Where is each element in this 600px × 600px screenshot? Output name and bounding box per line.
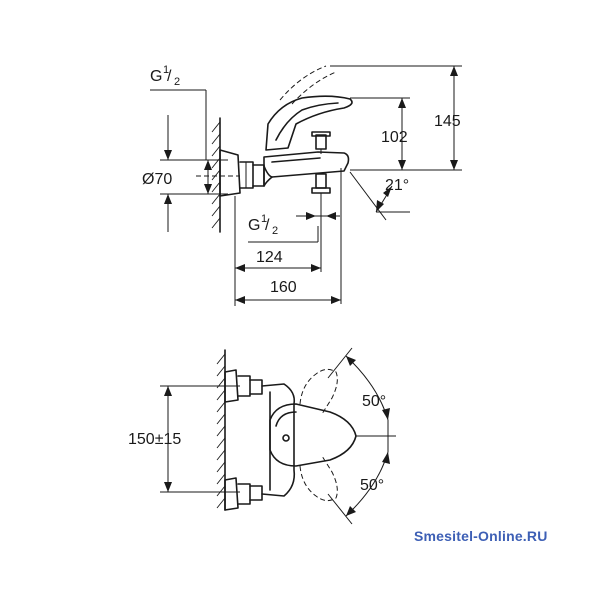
thread-bottom-label: G 1 / 2 [248,212,340,243]
front-view: 50° 50° 150±15 [128,347,396,525]
front-wall [216,349,226,511]
svg-text:/: / [167,68,172,85]
depth-total-dimension: 160 [235,279,341,304]
front-connector-bottom [224,477,263,511]
front-handle-alt-up [299,368,338,415]
svg-text:50°: 50° [360,477,384,494]
angle-dimension: 21° [375,177,410,213]
svg-text:Ø70: Ø70 [142,171,172,188]
side-view: G 1 / 2 Ø70 G 1 / 2 [142,64,462,306]
thread-top-label: G 1 / 2 [150,64,207,160]
side-faucet-body [263,151,350,187]
front-faucet-body [261,383,296,497]
svg-text:G: G [150,68,162,85]
svg-text:102: 102 [381,129,408,146]
side-wall [211,117,221,233]
angle-up-dimension: 50° [345,355,390,421]
front-connector-top [224,369,263,403]
watermark: Smesitel-Online.RU [414,528,548,544]
side-handle-alt-position [279,65,327,101]
depth-spout-dimension: 124 [234,196,322,306]
svg-text:21°: 21° [385,177,409,194]
front-lever-handle [269,403,357,467]
diameter-dimension: Ø70 [142,115,228,232]
svg-text:/: / [265,217,270,234]
side-outlet [311,173,331,238]
svg-text:124: 124 [256,249,283,266]
height-total-dimension: 145 [330,65,462,171]
svg-text:2: 2 [272,225,278,237]
svg-text:150±15: 150±15 [128,431,181,448]
svg-text:G: G [248,217,260,234]
svg-text:160: 160 [270,279,297,296]
angle-down-dimension: 50° [345,451,390,517]
svg-text:50°: 50° [362,393,386,410]
centers-dimension: 150±15 [128,385,240,493]
front-handle-alt-down [299,455,338,502]
svg-text:1: 1 [261,213,267,225]
side-connector [219,149,265,197]
svg-text:1: 1 [163,64,169,76]
side-diverter-knob [311,131,331,154]
svg-text:145: 145 [434,113,461,130]
svg-text:2: 2 [174,76,180,88]
height-spout-dimension: 102 [350,97,410,170]
side-lever-handle [265,95,353,151]
